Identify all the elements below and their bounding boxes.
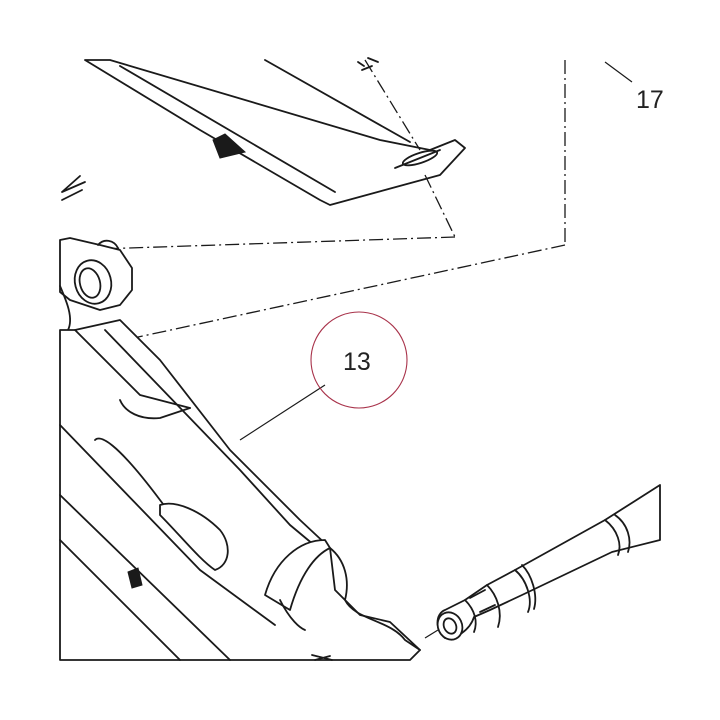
- highlight-circle: [310, 311, 408, 409]
- callout-17-label: 17: [636, 86, 664, 114]
- shaft-pin: [424, 484, 661, 641]
- upper-bracket-plate: [84, 59, 466, 206]
- screw-fragment: [357, 57, 379, 71]
- main-arm-assembly: [59, 237, 421, 661]
- partial-arrow-left: [61, 175, 86, 201]
- callout-17: 17: [604, 61, 664, 114]
- callout-13-label: 13: [343, 348, 371, 376]
- callout-13: 13: [239, 311, 408, 441]
